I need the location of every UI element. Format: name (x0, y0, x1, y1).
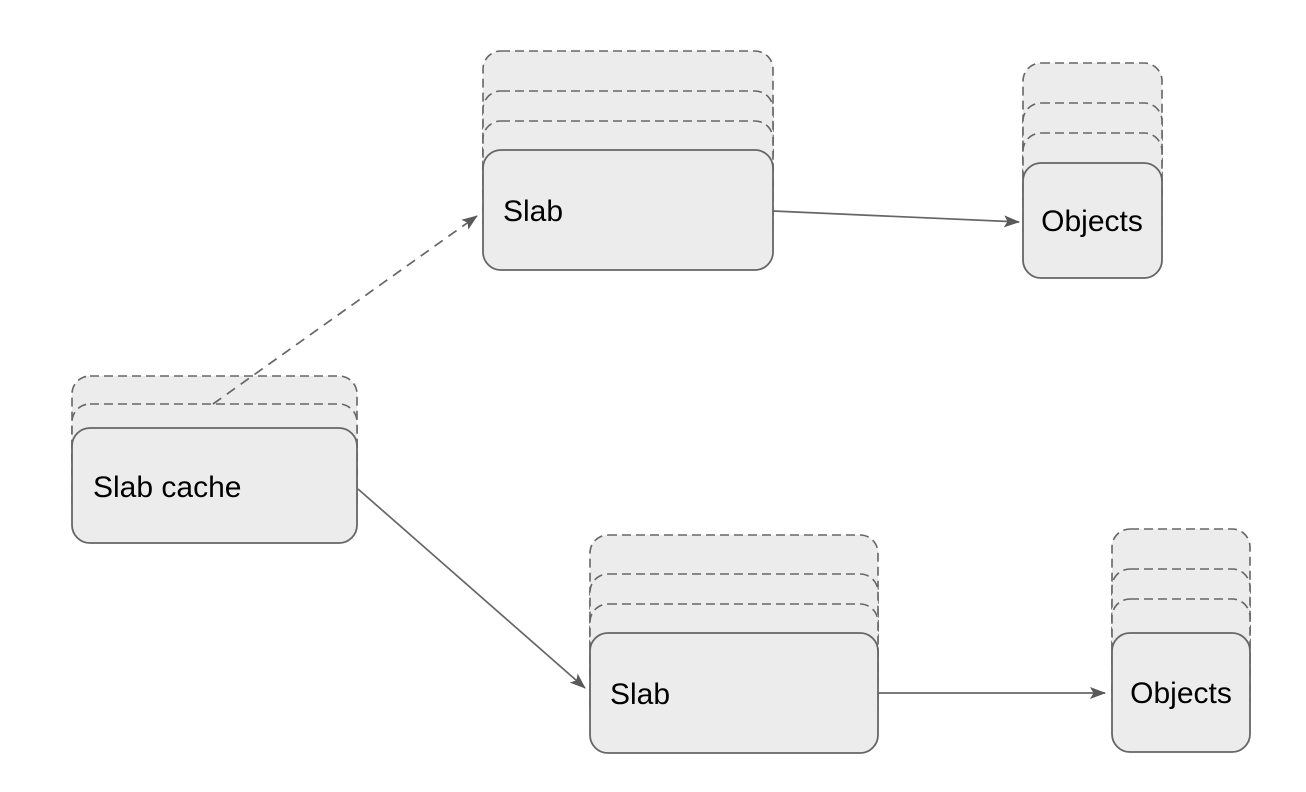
node-label: Slab cache (93, 471, 241, 504)
node-box (71, 427, 358, 544)
node-objects-bottom: Objects (1111, 528, 1251, 753)
edge-slab-top-to-objects-top (772, 210, 1020, 228)
node-label: Objects (1041, 205, 1143, 238)
edge-slab-cache-to-slab-bottom (357, 488, 586, 689)
node-label: Objects (1130, 677, 1232, 710)
node-label: Slab (503, 195, 563, 228)
node-slab-cache: Slab cache (71, 375, 358, 544)
node-box (1022, 162, 1163, 279)
edges (212, 210, 1106, 699)
node-objects-top: Objects (1022, 62, 1163, 279)
node-slab-top: Slab (482, 50, 774, 271)
edge-slab-cache-to-slab-top (212, 215, 478, 405)
node-box (1111, 632, 1251, 753)
node-label: Slab (610, 678, 670, 711)
node-box (482, 149, 774, 271)
node-slab-bottom: Slab (589, 534, 879, 754)
